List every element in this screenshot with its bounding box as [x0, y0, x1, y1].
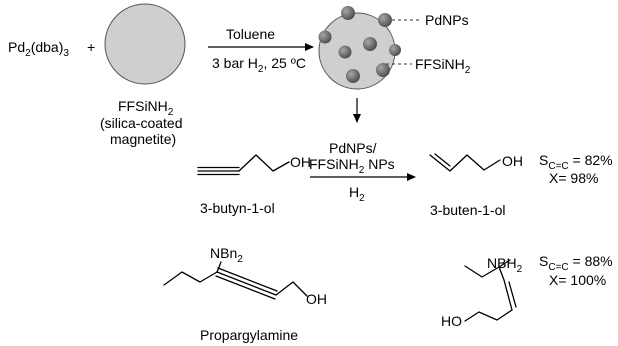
- pd-nanoparticle: [376, 63, 390, 77]
- product-oh: OH: [502, 153, 523, 169]
- substrate-oh: OH: [290, 154, 311, 170]
- support-desc-line2: magnetite): [110, 131, 176, 147]
- ffsinh2-label: FFSiNH2: [415, 56, 471, 76]
- conversion-allylamine: X= 100%: [549, 272, 606, 288]
- selectivity-allylamine: SC=C = 88%: [539, 253, 613, 273]
- condition-solvent: Toluene: [226, 26, 275, 42]
- allylamine-product-structure: [464, 259, 517, 322]
- hydroxyethyl-chain: [275, 281, 308, 297]
- pd-nanoparticle: [318, 30, 332, 44]
- propargylamine-name: Propargylamine: [200, 327, 298, 343]
- pd-nanoparticle: [389, 44, 401, 56]
- hydroxyethyl-chain-product: [464, 309, 513, 322]
- catalyst-line1: PdNPs/: [329, 140, 377, 156]
- propyl-chain: [163, 271, 218, 286]
- substrate-amine-label: NBn2: [210, 245, 243, 265]
- plus-sign: +: [87, 39, 95, 55]
- propyl-chain-product: [464, 265, 505, 281]
- product-ho: HO: [441, 313, 462, 329]
- pd-nanoparticle: [363, 37, 377, 51]
- pd-nanoparticle: [338, 45, 352, 59]
- support-desc-line1: (silica-coated: [100, 115, 182, 131]
- propargyl-oh: OH: [306, 291, 327, 307]
- alkene-chain: [429, 154, 501, 172]
- alkyl-chain: [238, 154, 290, 172]
- pdnps-on-support: [318, 6, 401, 90]
- 3-butyn-1-ol-structure: [197, 154, 290, 176]
- pd-nanoparticle: [346, 69, 360, 83]
- substrate-name: 3-butyn-1-ol: [200, 200, 275, 216]
- alkyne-triple-bond: [217, 267, 278, 292]
- alkyne-triple-bond: [216, 271, 277, 296]
- alkene-double-bond: [434, 153, 451, 167]
- c-n-bond: [216, 261, 222, 273]
- product-amine-label: NBH2: [487, 255, 523, 275]
- pd2dba3-reagent: Pd2(dba)3: [8, 39, 69, 59]
- selectivity-butenol: SC=C = 82%: [539, 152, 613, 172]
- cis-alkene-bond: [503, 279, 513, 311]
- catalyst-line2: FFSiNH2 NPs: [309, 156, 395, 176]
- cis-alkene-double-bond: [508, 281, 517, 308]
- conversion-butenol: X= 98%: [549, 170, 598, 186]
- gas-h2: H2: [349, 184, 365, 204]
- propargylamine-structure: [163, 261, 308, 300]
- pdnps-label: PdNPs: [425, 12, 469, 28]
- product-name: 3-buten-1-ol: [430, 202, 506, 218]
- c-n-bond-product: [498, 259, 511, 268]
- ffsinh2-support-sphere: [104, 3, 186, 85]
- support-name: FFSiNH2: [118, 98, 174, 118]
- alkyne-triple-bond: [215, 275, 276, 300]
- pd-nanoparticle: [341, 6, 355, 20]
- pd-nanoparticle: [378, 13, 392, 27]
- condition-gas: 3 bar H2, 25 ºC: [212, 55, 306, 75]
- 3-buten-1-ol-structure: [429, 153, 501, 172]
